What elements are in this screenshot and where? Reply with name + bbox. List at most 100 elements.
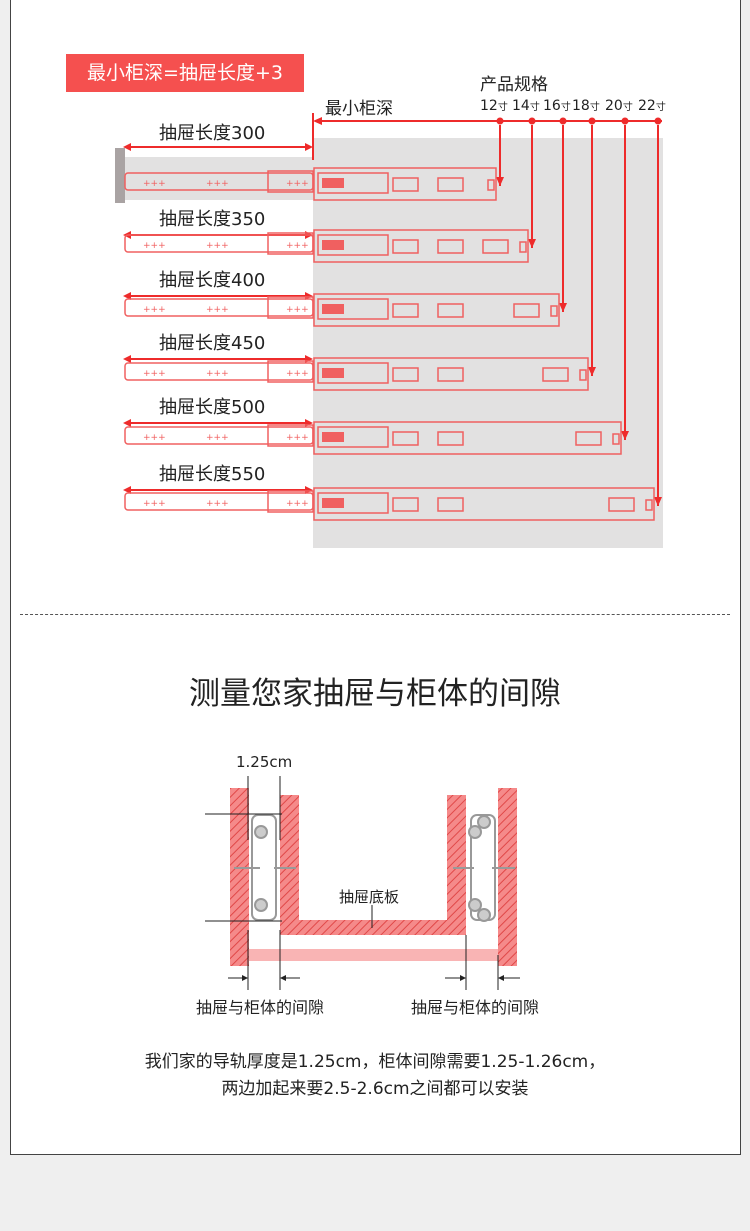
rail-latch <box>322 432 344 442</box>
rail-slot <box>437 239 464 254</box>
rail-latch <box>322 178 344 188</box>
section-title: 测量您家抽屉与柜体的间隙 <box>189 676 561 712</box>
spec-dot <box>528 117 536 125</box>
drawer-length-label: 抽屉长度500 <box>159 397 266 418</box>
min-depth-formula-banner: 最小柜深=抽屉长度+3 <box>66 54 304 92</box>
rail-slot <box>392 367 419 382</box>
rail-slot <box>392 177 419 192</box>
slide-length-diagram: +++ +++ +++ +++ +++ +++ +++ +++ +++ +++ +++ +++ +++ +… <box>115 113 663 548</box>
arrow-left-icon <box>123 486 131 494</box>
rail-holes-icon: +++ <box>143 369 166 379</box>
spec-size: 22 <box>638 98 656 114</box>
spec-dot <box>588 117 596 125</box>
spec-size-16: 16寸 <box>543 98 571 114</box>
rail-holes-icon: +++ <box>286 305 309 315</box>
outer-rail <box>313 357 589 391</box>
rail-slot <box>482 239 509 254</box>
spec-size: 14 <box>512 98 530 114</box>
rail-holes-icon: +++ <box>143 433 166 443</box>
rail-holes-icon: +++ <box>286 433 309 443</box>
spec-unit: 寸 <box>560 102 571 113</box>
rail-holes-icon: +++ <box>206 305 229 315</box>
rail-holes-icon: +++ <box>286 179 309 189</box>
drawer-area <box>123 157 313 200</box>
cabinet-depth-area <box>313 138 663 548</box>
outer-rail <box>313 487 655 521</box>
rail-slot <box>437 431 464 446</box>
rail-holes-icon: +++ <box>143 305 166 315</box>
arrow-right-icon <box>305 355 313 363</box>
rail-slot <box>437 367 464 382</box>
drawer-front-panel <box>115 148 125 203</box>
rail-stop <box>519 241 527 253</box>
drawer-length-label: 抽屉长度350 <box>159 209 266 230</box>
outer-rail <box>313 229 529 263</box>
spec-unit: 寸 <box>622 102 633 113</box>
rail-holes-icon: +++ <box>206 499 229 509</box>
arrow-left-icon <box>123 292 131 300</box>
arrow-left-icon <box>123 419 131 427</box>
spec-size: 20 <box>605 98 623 114</box>
rail-carriage <box>317 362 389 384</box>
spec-size: 16 <box>543 98 561 114</box>
spec-size-14: 14寸 <box>512 98 540 114</box>
note-line-1: 我们家的导轨厚度是1.25cm，柜体间隙需要1.25-1.26cm， <box>144 1052 606 1072</box>
spec-dot <box>496 117 504 125</box>
rail-slot <box>392 497 419 512</box>
spec-dot <box>621 117 629 125</box>
rail-stop <box>645 499 653 511</box>
rail-slot <box>608 497 635 512</box>
rail-slot <box>513 303 540 318</box>
rail-holes-icon: +++ <box>143 179 166 189</box>
rail-holes-icon: +++ <box>286 369 309 379</box>
rail-latch <box>322 304 344 314</box>
gap-label-right: 抽屉与柜体的间隙 <box>411 998 540 1017</box>
rail-slot <box>392 303 419 318</box>
rail-slot <box>392 431 419 446</box>
rail-holes-icon: +++ <box>286 499 309 509</box>
arrow-down-icon <box>621 431 629 440</box>
spec-dot <box>654 117 662 125</box>
rail-slot <box>575 431 602 446</box>
rail-stop <box>612 433 620 445</box>
rail-slot <box>437 177 464 192</box>
rail-stop <box>487 179 495 191</box>
outer-rail <box>313 167 497 201</box>
rail-holes-icon: +++ <box>143 241 166 251</box>
arrow-down-icon <box>528 239 536 248</box>
rail-holes-icon: +++ <box>206 241 229 251</box>
drawer-length-label: 抽屉长度400 <box>159 270 266 291</box>
rail-stop <box>550 305 558 317</box>
spec-unit: 寸 <box>497 102 508 113</box>
rail-holes-icon: +++ <box>286 241 309 251</box>
rail-connector <box>267 170 314 193</box>
rail-latch <box>322 240 344 250</box>
rail-holes-icon: +++ <box>206 179 229 189</box>
rail-holes-icon: +++ <box>143 499 166 509</box>
spec-unit: 寸 <box>655 102 666 113</box>
spec-unit: 寸 <box>589 102 600 113</box>
rail-connector <box>267 490 314 513</box>
rail-latch <box>322 368 344 378</box>
arrow-down-icon <box>496 177 504 186</box>
spec-size-18: 18寸 <box>572 98 600 114</box>
gap-label-left: 抽屉与柜体的间隙 <box>196 998 325 1017</box>
spec-unit: 寸 <box>529 102 540 113</box>
arrow-left-icon <box>123 355 131 363</box>
rail-thickness-label: 1.25cm <box>236 753 293 771</box>
arrow-right-icon <box>305 486 313 494</box>
section-divider <box>20 614 730 615</box>
rail-connector <box>267 232 314 255</box>
rail-holes-icon: +++ <box>206 433 229 443</box>
outer-rail <box>313 293 560 327</box>
rail-latch <box>322 498 344 508</box>
rail-slot <box>437 497 464 512</box>
rail-connector <box>267 296 314 319</box>
rail-connector <box>267 360 314 383</box>
rail-connector <box>267 424 314 447</box>
rail-carriage <box>317 492 389 514</box>
arrow-right-icon <box>305 292 313 300</box>
bottom-board-label: 抽屉底板 <box>339 888 400 906</box>
arrow-right-icon <box>305 143 313 151</box>
outer-rail <box>313 421 622 455</box>
